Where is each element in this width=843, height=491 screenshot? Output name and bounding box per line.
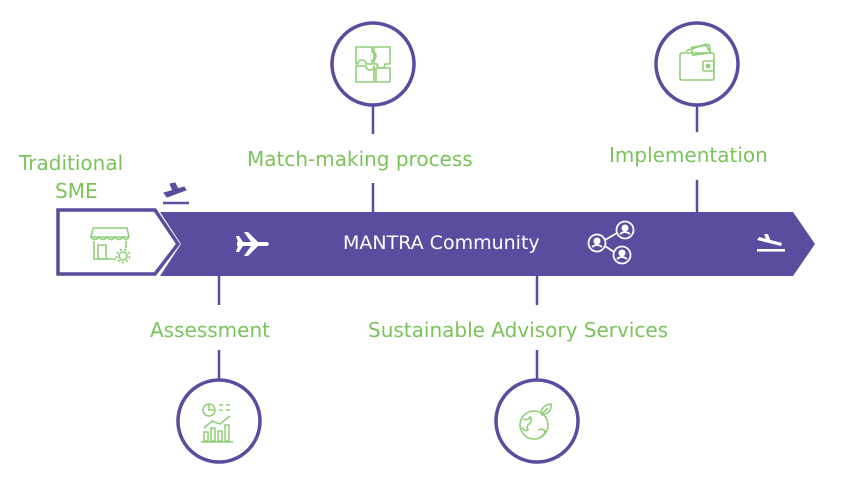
assessment-label: Assessment	[150, 318, 270, 342]
matchmaking-label: Match-making process	[247, 147, 473, 171]
start-label-line2: SME	[55, 179, 98, 203]
puzzle-icon	[355, 46, 391, 83]
start-chevron	[56, 208, 181, 276]
wallet-icon	[679, 43, 715, 81]
community-network-icon	[587, 220, 635, 265]
analytics-chart-icon	[201, 403, 233, 443]
assessment-circle	[176, 378, 262, 464]
implementation-circle	[654, 21, 740, 107]
landing-plane-icon	[757, 234, 785, 252]
banner-title: MANTRA Community	[343, 232, 540, 254]
shop-gear-icon	[90, 227, 131, 264]
start-label-line1: Traditional	[19, 151, 124, 175]
banner-arrow	[160, 212, 815, 276]
airplane-icon	[236, 232, 269, 256]
departure-plane-icon	[163, 182, 189, 205]
advisory-circle	[494, 378, 580, 464]
advisory-label: Sustainable Advisory Services	[368, 318, 669, 342]
implementation-label: Implementation	[609, 143, 768, 167]
eco-globe-leaf-icon	[519, 403, 552, 440]
matchmaking-circle	[330, 21, 416, 107]
